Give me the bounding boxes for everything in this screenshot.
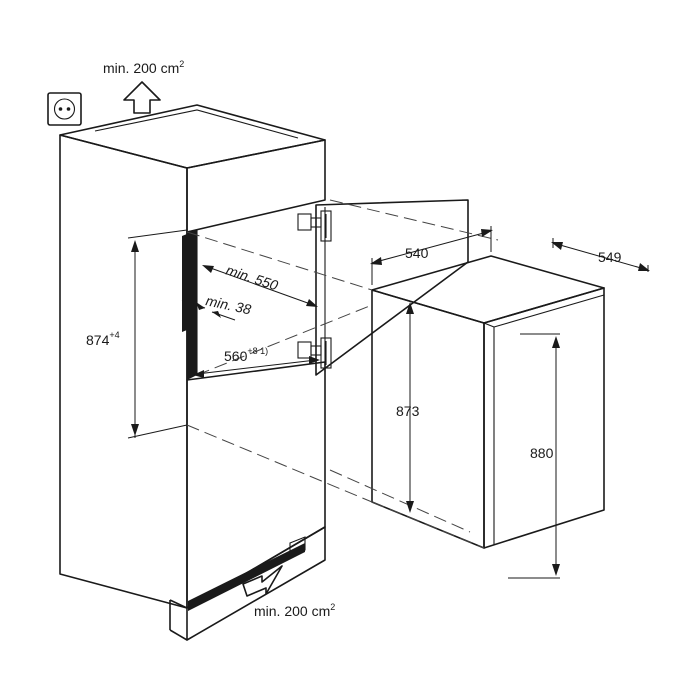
dimension-appliance-height	[406, 302, 414, 513]
lower-vent-slot	[188, 543, 305, 611]
dimension-appliance-depth-total	[551, 238, 650, 272]
dimension-appliance-height-total	[508, 333, 560, 579]
dimension-niche-width	[193, 356, 320, 378]
dimension-depth-min	[202, 265, 318, 307]
niche-height-label: 874+4	[86, 330, 120, 348]
vent-bottom-label: min. 200 cm2	[254, 602, 335, 619]
projection-lines	[186, 199, 499, 549]
airflow-up-arrow-icon	[123, 81, 161, 114]
airflow-in-arrow-icon	[242, 565, 283, 597]
dimension-appliance-depth	[370, 226, 493, 285]
appliance-height-label: 873	[396, 403, 420, 419]
appliance-depth-total-label: 549	[598, 249, 622, 265]
vent-top-label: min. 200 cm2	[103, 59, 184, 76]
door-panel	[315, 199, 469, 376]
hinge-icon-top	[297, 210, 332, 242]
niche-width-label: 560+8 1)	[224, 346, 268, 364]
dimension-gap-min	[181, 299, 236, 321]
depth-min-label: min. 550	[224, 262, 280, 294]
hinge-icon-bottom	[297, 337, 332, 369]
appliance-height-total-label: 880	[530, 445, 554, 461]
power-socket-icon	[47, 92, 82, 126]
appliance-depth-label: 540	[405, 245, 429, 261]
upper-vent-slot	[182, 230, 197, 380]
gap-min-label: min. 38	[204, 292, 252, 317]
dimension-niche-height	[127, 229, 188, 439]
